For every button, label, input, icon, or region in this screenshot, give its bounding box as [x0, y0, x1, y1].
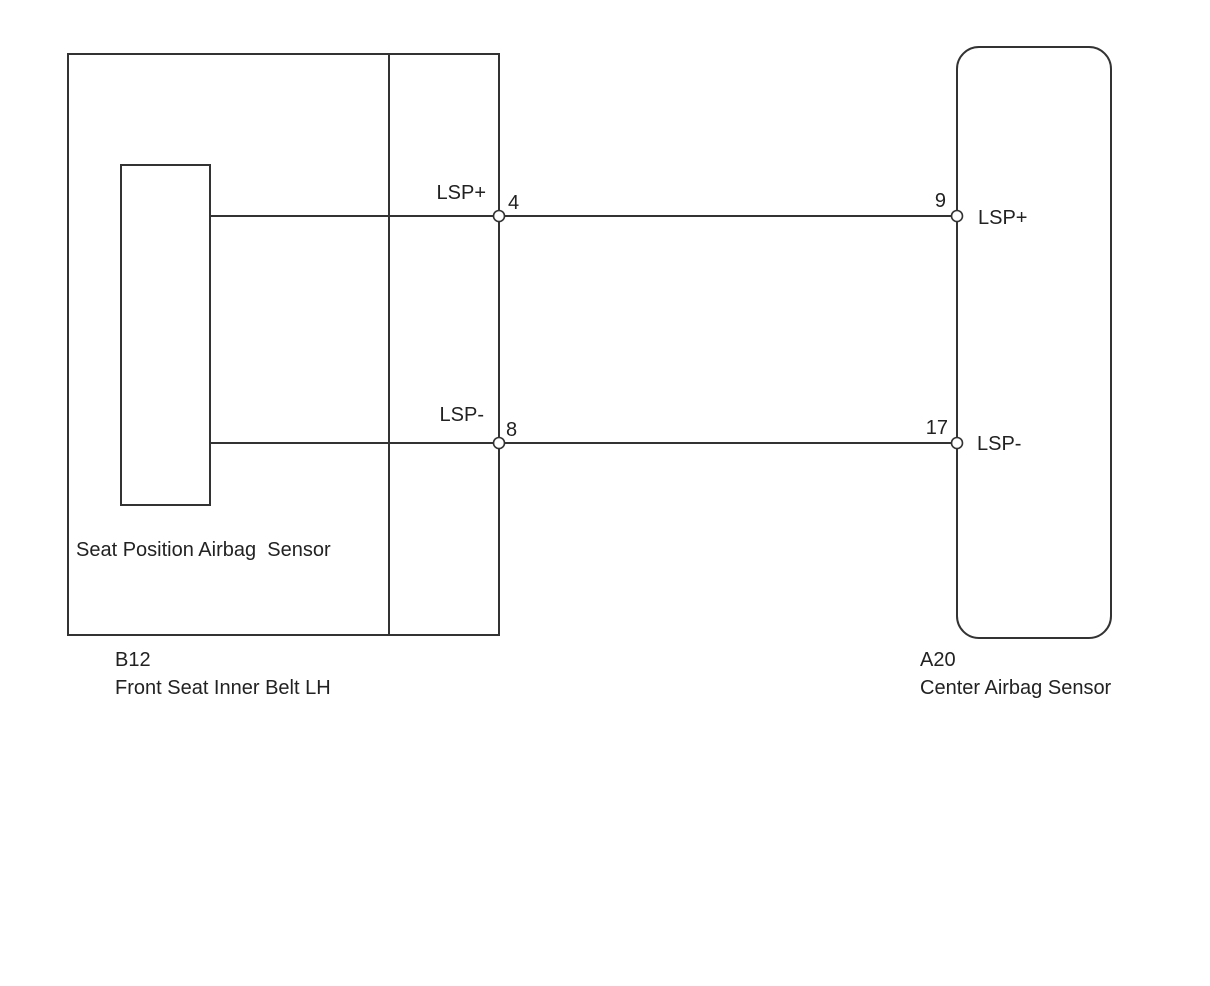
center-airbag-sensor-component: 9 17 LSP+ LSP- A20 Center Airbag Sensor — [920, 46, 1112, 699]
right-pin-minus-number: 17 — [926, 417, 948, 439]
right-signal-minus-label: LSP- — [977, 433, 1021, 455]
left-signal-minus-label: LSP- — [440, 404, 484, 426]
terminal-pin-4 — [492, 209, 506, 223]
right-component-code: A20 — [920, 649, 956, 671]
right-component-name: Center Airbag Sensor — [920, 677, 1112, 699]
right-pin-plus-number: 9 — [935, 190, 946, 212]
left-pin-minus-number: 8 — [506, 419, 517, 441]
terminals — [492, 209, 964, 450]
terminal-pin-17 — [950, 436, 964, 450]
left-signal-plus-label: LSP+ — [437, 182, 486, 204]
terminal-pin-9 — [950, 209, 964, 223]
left-component-outline — [67, 53, 500, 636]
left-component-name: Front Seat Inner Belt LH — [115, 677, 331, 699]
seat-position-sensor-element — [120, 164, 211, 506]
front-seat-inner-belt-lh-component: Seat Position Airbag Sensor LSP+ LSP- 4 … — [67, 53, 519, 699]
left-pin-plus-number: 4 — [508, 192, 519, 214]
seat-position-sensor-label: Seat Position Airbag Sensor — [76, 539, 331, 561]
right-signal-plus-label: LSP+ — [978, 207, 1027, 229]
terminal-pin-8 — [492, 436, 506, 450]
wires — [210, 215, 957, 444]
right-component-outline — [956, 46, 1112, 639]
left-component-code: B12 — [115, 649, 151, 671]
